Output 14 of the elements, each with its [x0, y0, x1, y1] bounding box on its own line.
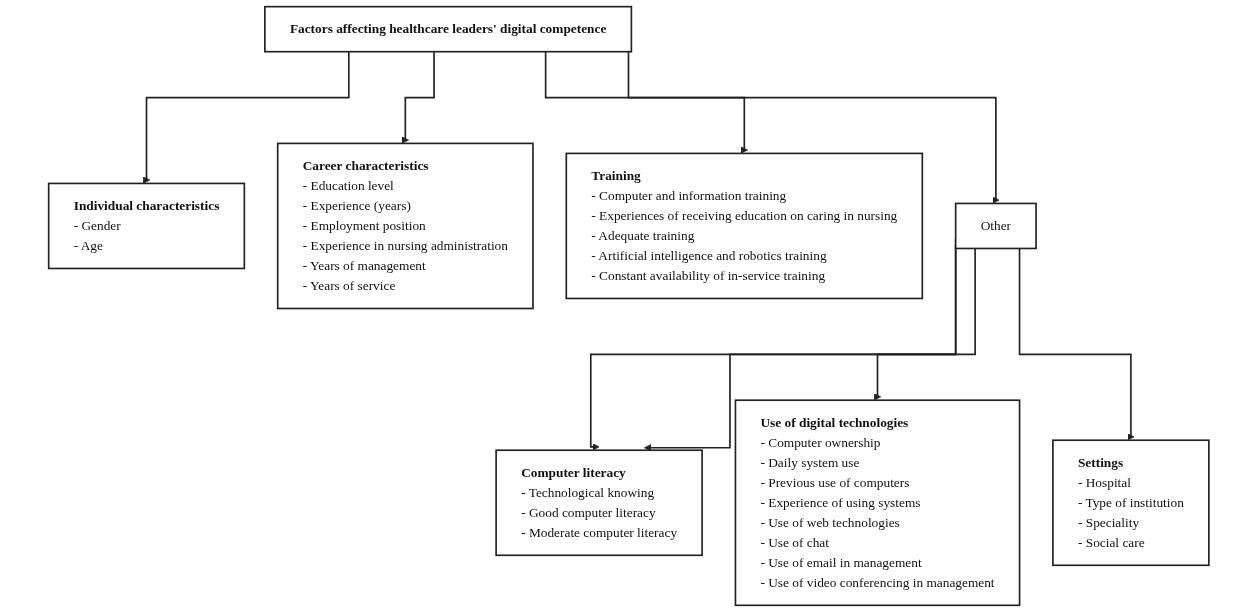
node-box: Computer literacy - Technological knowing - Good computer literacy - Moderate computer literacy [495, 449, 704, 557]
arrow [874, 247, 977, 401]
node-box: Individual characteristics - Gender - Age [48, 182, 246, 270]
arrow [143, 50, 350, 184]
arrow [545, 50, 749, 154]
node-box: Career characteristics - Education level - Experience (years) - Employment position - Experience in nursing administration - Years of management - Years of service [277, 142, 534, 310]
arrow [1018, 247, 1135, 441]
node-box: Settings - Hospital - Type of institution - Speciality - Social care [1052, 439, 1210, 567]
arrow [627, 50, 1000, 204]
node-box: Training - Computer and information training - Experiences of receiving education on caring in nursing - Adequate training - Artificial intelligence and robotics training - Constant availability of in-service training [565, 152, 924, 300]
node-box: Factors affecting healthcare leaders' digital competence [264, 5, 633, 53]
node-box: Other [955, 202, 1038, 250]
arrow [401, 50, 436, 144]
node-box: Use of digital technologies - Computer ownership - Daily system use - Previous use of computers - Experience of using systems - Use of web technologies - Use of chat - Use of email in management - Use of video conferencing in management [734, 399, 1021, 607]
